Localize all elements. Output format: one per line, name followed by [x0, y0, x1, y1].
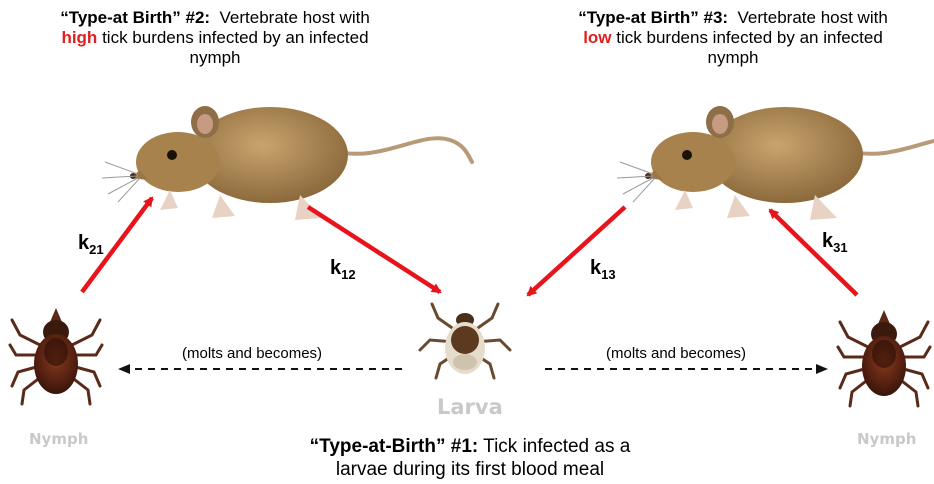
mouse-icon	[617, 106, 934, 220]
arrow-k12	[308, 207, 440, 292]
molt-label-right: (molts and becomes)	[606, 345, 746, 362]
k31-subscript: 31	[833, 240, 847, 255]
nymph-label-left: Nymph	[29, 430, 88, 448]
nymph-tick-icon	[838, 310, 930, 406]
k21-label: k21	[78, 232, 104, 257]
nymph-tick-icon	[10, 308, 102, 404]
k13-subscript: 13	[601, 267, 615, 282]
molt-label-left: (molts and becomes)	[182, 345, 322, 362]
k13-symbol: k	[590, 257, 601, 279]
k31-symbol: k	[822, 230, 833, 252]
k12-label: k12	[330, 257, 356, 282]
k21-symbol: k	[78, 232, 89, 254]
k13-label: k13	[590, 257, 616, 282]
k12-symbol: k	[330, 257, 341, 279]
k31-label: k31	[822, 230, 848, 255]
mouse-icon	[102, 106, 472, 220]
nymph-label-right: Nymph	[857, 430, 916, 448]
k12-subscript: 12	[341, 267, 355, 282]
larva-tick-icon	[420, 304, 510, 378]
larva-label: Larva	[437, 395, 503, 419]
k21-subscript: 21	[89, 242, 103, 257]
